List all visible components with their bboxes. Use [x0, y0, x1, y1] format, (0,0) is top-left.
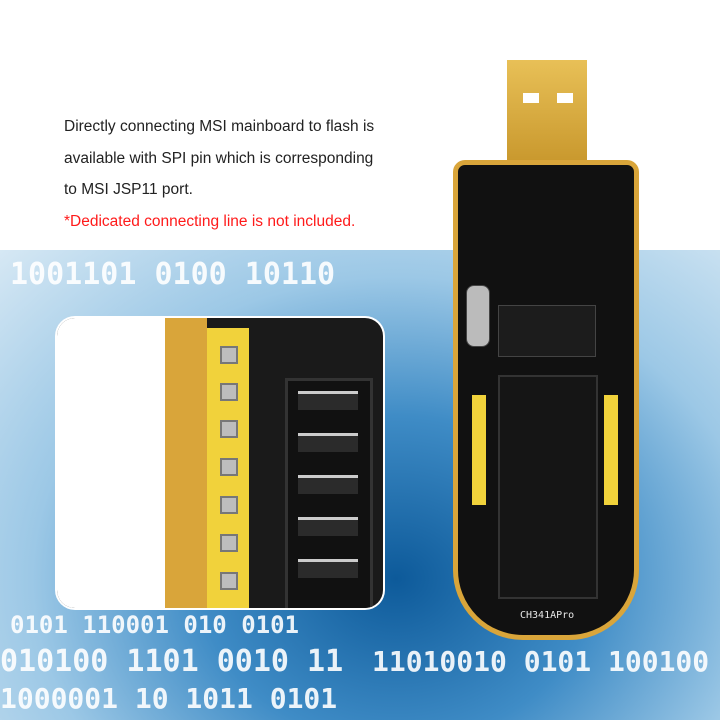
- binary-row: 1000001 10 1011 0101: [0, 682, 338, 715]
- pin-header: [207, 328, 249, 608]
- main-chip: [498, 305, 596, 357]
- description-text: Directly connecting MSI mainboard to fla…: [64, 111, 374, 237]
- programmer-board: [453, 160, 639, 640]
- usb-plug: [507, 60, 587, 168]
- closeup-inset-photo: [57, 318, 383, 608]
- caption-line: to MSI JSP11 port.: [64, 181, 193, 198]
- binary-row: 11010010 0101 100100: [372, 645, 710, 678]
- zif-socket: [498, 375, 598, 599]
- crystal: [466, 285, 490, 347]
- zif-socket: [285, 378, 373, 608]
- binary-row: 1001101 0100 10110: [10, 257, 336, 292]
- pin-header-right: [604, 395, 618, 505]
- disclaimer-note: *Dedicated connecting line is not includ…: [64, 212, 356, 230]
- pin-header-left: [472, 395, 486, 505]
- caption-line: available with SPI pin which is correspo…: [64, 149, 374, 167]
- binary-row: 010100 1101 0010 11: [0, 644, 344, 679]
- board-label: CH341APro: [520, 610, 575, 621]
- caption-line: Directly connecting MSI mainboard to fla…: [64, 118, 375, 135]
- binary-row: 0101 110001 010 0101: [10, 611, 299, 639]
